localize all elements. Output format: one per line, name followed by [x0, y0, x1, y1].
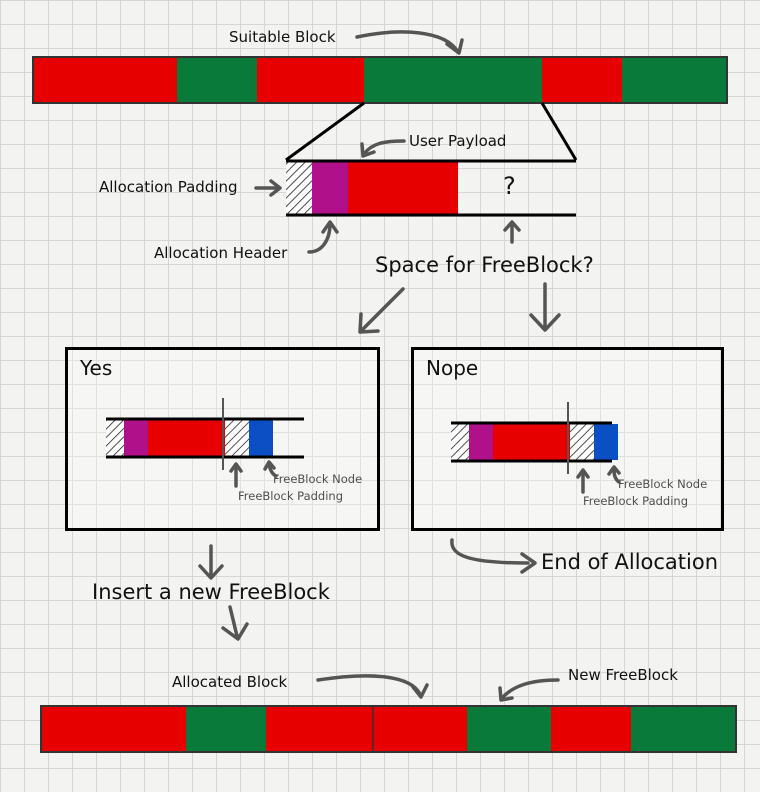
- arrow-to-nope-head: [529, 313, 561, 332]
- arrow-nope-end: [450, 538, 530, 565]
- arrow-yes-freeblock-padding-head: [229, 462, 243, 473]
- arrow-nope-freeblock-node-head: [607, 465, 621, 476]
- allocation-padding-block: [312, 162, 348, 214]
- arrow-yes-freeblock-node-head: [263, 460, 276, 471]
- yes-payload-block: [148, 420, 225, 456]
- arrow-allocated-block: [316, 674, 422, 696]
- arrow-allocation-padding-head: [269, 179, 282, 197]
- user-payload-label: User Payload: [409, 132, 507, 150]
- memory-bar-after: [40, 705, 737, 753]
- memory-bar-outline: [32, 56, 728, 104]
- nope-freeblock-padding-block: [570, 424, 594, 460]
- space-question-label: Space for FreeBlock?: [375, 253, 594, 277]
- arrow-new-freeblock: [500, 678, 560, 700]
- nope-header-block: [451, 424, 469, 460]
- yes-freeblock-node-label: FreeBlock Node: [273, 472, 363, 486]
- segment-used-allocated: [373, 706, 467, 752]
- nope-allocation-bar: [451, 402, 618, 474]
- yes-padding-block: [124, 420, 148, 456]
- arrow-user-payload-head: [360, 142, 376, 158]
- suitable-block-label: Suitable Block: [229, 28, 336, 46]
- yes-freeblock-padding-label: FreeBlock Padding: [238, 489, 344, 503]
- segment-free-suitable: [364, 57, 542, 103]
- arrow-suitable-block: [355, 30, 460, 54]
- segment-free: [177, 57, 257, 103]
- segment-used: [551, 706, 631, 752]
- insert-new-freeblock-label: Insert a new FreeBlock: [92, 580, 330, 604]
- arrow-allocated-block-head: [411, 683, 429, 699]
- arrow-nope-freeblock-node: [612, 468, 621, 484]
- arrow-insert-down: [228, 605, 239, 638]
- user-payload-block: [348, 162, 458, 214]
- segment-used: [33, 57, 177, 103]
- memory-bar-outline: [40, 705, 737, 753]
- zoom-line-left: [285, 101, 365, 162]
- arrow-nope-end-head: [520, 552, 537, 574]
- yes-allocation-bar: [106, 398, 304, 470]
- arrow-insert-down-head: [221, 622, 249, 641]
- allocation-detail: [286, 159, 576, 217]
- arrow-allocation-header: [307, 222, 332, 254]
- zoom-line-right: [540, 102, 578, 161]
- arrow-to-yes-head: [358, 312, 380, 334]
- segment-free: [622, 57, 727, 103]
- new-freeblock-label: New FreeBlock: [568, 666, 678, 684]
- allocated-block-label: Allocated Block: [172, 673, 288, 691]
- arrow-to-yes: [360, 287, 405, 332]
- arrow-suitable-block-head: [445, 38, 464, 55]
- arrow-user-payload: [362, 139, 406, 156]
- end-of-allocation-label: End of Allocation: [541, 550, 719, 574]
- segment-free: [186, 706, 266, 752]
- nope-payload-block: [493, 424, 570, 460]
- yes-header-block: [106, 420, 124, 456]
- allocation-header-label: Allocation Header: [154, 244, 288, 262]
- nope-freeblock-node-block: [594, 424, 618, 460]
- nope-title: Nope: [426, 356, 479, 380]
- segment-free-new: [467, 706, 551, 752]
- arrow-question-head: [503, 220, 521, 232]
- memory-bar-before: [32, 56, 728, 104]
- arrow-yes-down-head: [198, 564, 224, 580]
- allocation-header-block: [286, 162, 312, 214]
- arrow-allocation-header-head: [321, 220, 339, 234]
- question-mark: ?: [503, 172, 516, 200]
- yes-freeblock-padding-block: [225, 420, 249, 456]
- segment-used: [266, 706, 373, 752]
- segment-used: [542, 57, 622, 103]
- arrow-yes-freeblock-node: [267, 462, 278, 478]
- segment-used: [41, 706, 186, 752]
- nope-freeblock-padding-label: FreeBlock Padding: [583, 494, 689, 508]
- nope-freeblock-node-label: FreeBlock Node: [618, 477, 708, 491]
- segment-free: [631, 706, 736, 752]
- arrow-nope-freeblock-padding-head: [576, 468, 590, 479]
- segment-used: [257, 57, 364, 103]
- allocation-padding-label: Allocation Padding: [99, 178, 238, 196]
- yes-title: Yes: [80, 356, 113, 380]
- nope-padding-block: [469, 424, 493, 460]
- arrow-new-freeblock-head: [498, 686, 514, 702]
- yes-freeblock-node-block: [249, 420, 273, 456]
